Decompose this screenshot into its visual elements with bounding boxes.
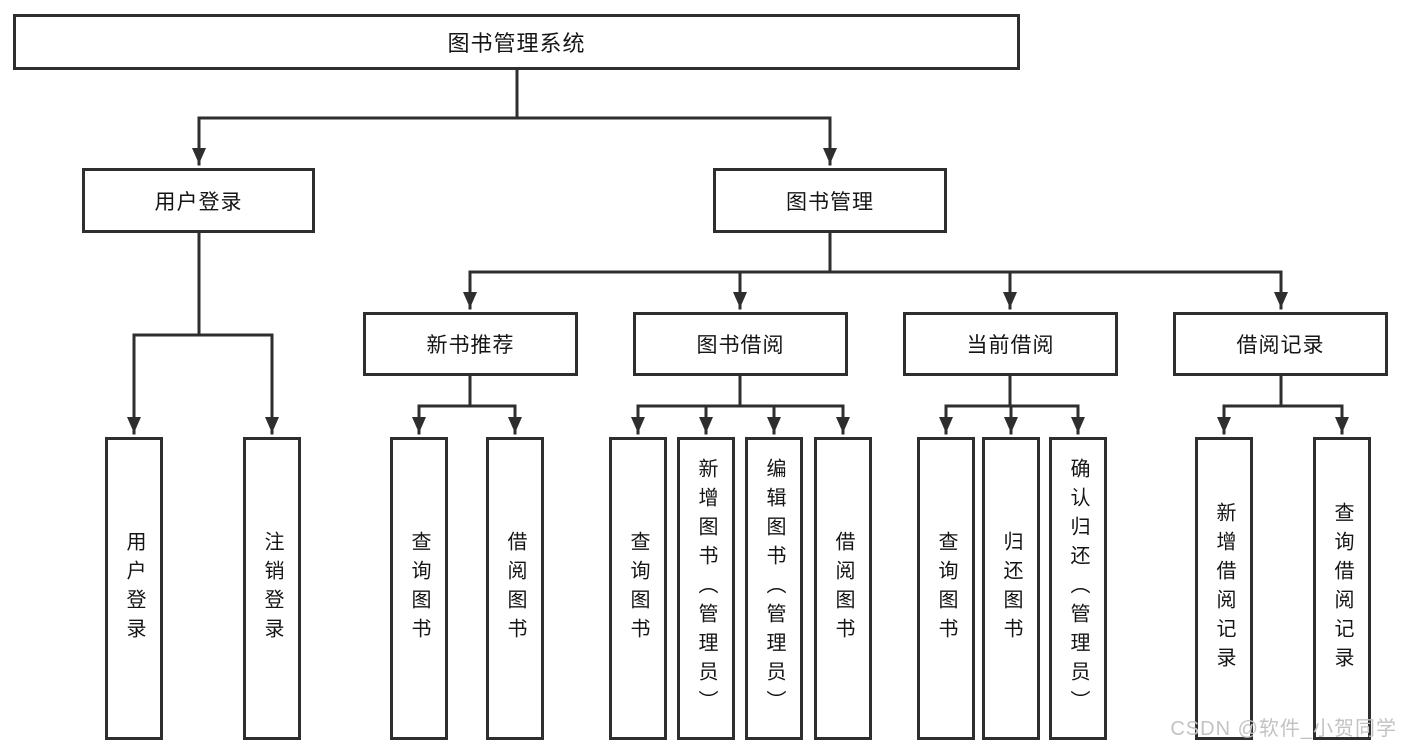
csdn-watermark: CSDN @软件_小贺同学 xyxy=(1170,718,1397,740)
leaf-bb-add-books-admin: 新增图书（管理员） xyxy=(677,437,735,740)
node-book-management: 图书管理 xyxy=(713,168,947,233)
node-borrow-records-label: 借阅记录 xyxy=(1236,334,1325,357)
node-new-book-recommend-label: 新书推荐 xyxy=(426,334,515,357)
leaf-nb-query-books-label: 查询图书 xyxy=(408,530,430,647)
node-current-borrow: 当前借阅 xyxy=(903,312,1118,376)
node-user-login: 用户登录 xyxy=(82,168,315,233)
leaf-cb-confirm-return-admin-label: 确认归还（管理员） xyxy=(1067,458,1089,719)
leaf-bb-query-books: 查询图书 xyxy=(609,437,667,740)
leaf-bb-edit-books-admin-label: 编辑图书（管理员） xyxy=(763,458,785,719)
leaf-cb-query-books: 查询图书 xyxy=(917,437,975,740)
leaf-user-login-label: 用户登录 xyxy=(123,530,145,647)
leaf-cb-return-books: 归还图书 xyxy=(982,437,1040,740)
node-book-borrow: 图书借阅 xyxy=(633,312,848,376)
node-user-login-label: 用户登录 xyxy=(154,190,243,214)
leaf-nb-query-books: 查询图书 xyxy=(390,437,448,740)
node-root: 图书管理系统 xyxy=(13,14,1020,70)
leaf-cb-confirm-return-admin: 确认归还（管理员） xyxy=(1049,437,1107,740)
node-book-borrow-label: 图书借阅 xyxy=(696,334,785,357)
leaf-br-add-record-label: 新增借阅记录 xyxy=(1213,501,1235,676)
leaf-bb-query-books-label: 查询图书 xyxy=(627,530,649,647)
leaf-user-login: 用户登录 xyxy=(105,437,163,740)
leaf-nb-borrow-books-label: 借阅图书 xyxy=(504,530,526,647)
node-current-borrow-label: 当前借阅 xyxy=(966,334,1055,357)
leaf-bb-edit-books-admin: 编辑图书（管理员） xyxy=(745,437,803,740)
leaf-cb-query-books-label: 查询图书 xyxy=(935,530,957,647)
leaf-bb-borrow-books: 借阅图书 xyxy=(814,437,872,740)
leaf-bb-borrow-books-label: 借阅图书 xyxy=(832,530,854,647)
node-root-label: 图书管理系统 xyxy=(447,31,586,56)
node-new-book-recommend: 新书推荐 xyxy=(363,312,578,376)
leaf-logout-label: 注销登录 xyxy=(261,530,283,647)
leaf-nb-borrow-books: 借阅图书 xyxy=(486,437,544,740)
leaf-logout: 注销登录 xyxy=(243,437,301,740)
leaf-br-query-record-label: 查询借阅记录 xyxy=(1331,501,1353,676)
leaf-br-add-record: 新增借阅记录 xyxy=(1195,437,1253,740)
leaf-br-query-record: 查询借阅记录 xyxy=(1313,437,1371,740)
node-borrow-records: 借阅记录 xyxy=(1173,312,1388,376)
node-book-management-label: 图书管理 xyxy=(786,190,874,214)
leaf-bb-add-books-admin-label: 新增图书（管理员） xyxy=(695,458,717,719)
leaf-cb-return-books-label: 归还图书 xyxy=(1000,530,1022,647)
